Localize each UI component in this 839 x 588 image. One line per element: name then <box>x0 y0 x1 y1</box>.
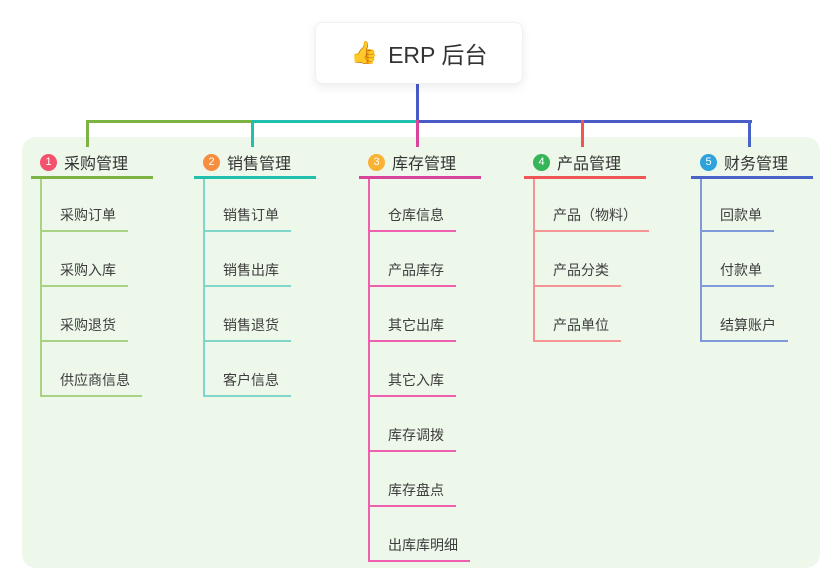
child-node-库存盘点[interactable]: 库存盘点 <box>368 475 456 507</box>
child-node-产品单位[interactable]: 产品单位 <box>533 310 621 342</box>
trunk-segment-mid <box>252 120 419 123</box>
branch-销售管理: 2 销售管理销售订单销售出库销售退货客户信息 <box>194 148 316 397</box>
root-stem-line <box>416 82 419 122</box>
branch-header[interactable]: 2 销售管理 <box>194 148 316 179</box>
child-node-采购入库[interactable]: 采购入库 <box>40 255 128 287</box>
thumbs-up-icon: 👍 <box>350 40 379 65</box>
trunk-segment-left <box>87 120 252 123</box>
branch-number-badge: 1 <box>40 153 57 171</box>
child-node-销售退货[interactable]: 销售退货 <box>203 310 291 342</box>
child-node-产品库存[interactable]: 产品库存 <box>368 255 456 287</box>
child-node-结算账户[interactable]: 结算账户 <box>700 310 788 342</box>
child-node-其它入库[interactable]: 其它入库 <box>368 365 456 397</box>
branch-header[interactable]: 1 采购管理 <box>31 148 153 179</box>
trunk-segment-right <box>416 120 752 123</box>
child-node-库存调拨[interactable]: 库存调拨 <box>368 420 456 452</box>
branch-drop-line <box>416 120 419 147</box>
branch-header[interactable]: 4 产品管理 <box>524 148 646 179</box>
child-node-销售出库[interactable]: 销售出库 <box>203 255 291 287</box>
branch-header[interactable]: 3 库存管理 <box>359 148 481 179</box>
branches-panel <box>22 137 820 568</box>
branch-drop-line <box>251 120 254 147</box>
child-node-采购订单[interactable]: 采购订单 <box>40 200 128 232</box>
branch-drop-line <box>581 120 584 147</box>
branch-child-connector-line <box>40 179 42 397</box>
child-node-出库库明细[interactable]: 出库库明细 <box>368 530 470 562</box>
child-node-付款单[interactable]: 付款单 <box>700 255 774 287</box>
branch-财务管理: 5 财务管理回款单付款单结算账户 <box>691 148 813 342</box>
child-node-仓库信息[interactable]: 仓库信息 <box>368 200 456 232</box>
root-node-label: ERP 后台 <box>388 42 488 68</box>
branch-drop-line <box>748 120 751 147</box>
branch-库存管理: 3 库存管理仓库信息产品库存其它出库其它入库库存调拨库存盘点出库库明细 <box>359 148 481 562</box>
branch-label: 库存管理 <box>392 156 457 173</box>
branch-采购管理: 1 采购管理采购订单采购入库采购退货供应商信息 <box>31 148 153 397</box>
branch-label: 产品管理 <box>557 156 622 173</box>
child-node-其它出库[interactable]: 其它出库 <box>368 310 456 342</box>
branch-label: 财务管理 <box>724 156 789 173</box>
child-node-产品（物料）[interactable]: 产品（物料） <box>533 200 649 232</box>
root-node[interactable]: 👍 ERP 后台 <box>315 22 523 84</box>
child-node-采购退货[interactable]: 采购退货 <box>40 310 128 342</box>
branch-child-connector-line <box>700 179 702 342</box>
child-node-回款单[interactable]: 回款单 <box>700 200 774 232</box>
branch-label: 销售管理 <box>227 156 292 173</box>
branch-number-badge: 3 <box>368 153 385 171</box>
child-node-供应商信息[interactable]: 供应商信息 <box>40 365 142 397</box>
child-node-产品分类[interactable]: 产品分类 <box>533 255 621 287</box>
branch-child-connector-line <box>368 179 370 562</box>
child-node-销售订单[interactable]: 销售订单 <box>203 200 291 232</box>
branch-number-badge: 5 <box>700 153 717 171</box>
branch-drop-line <box>86 120 89 147</box>
branch-child-connector-line <box>533 179 535 342</box>
branch-number-badge: 4 <box>533 153 550 171</box>
branch-child-connector-line <box>203 179 205 397</box>
child-node-客户信息[interactable]: 客户信息 <box>203 365 291 397</box>
branch-header[interactable]: 5 财务管理 <box>691 148 813 179</box>
branch-label: 采购管理 <box>64 156 129 173</box>
branch-number-badge: 2 <box>203 153 220 171</box>
branch-产品管理: 4 产品管理产品（物料） 产品分类产品单位 <box>524 148 649 342</box>
